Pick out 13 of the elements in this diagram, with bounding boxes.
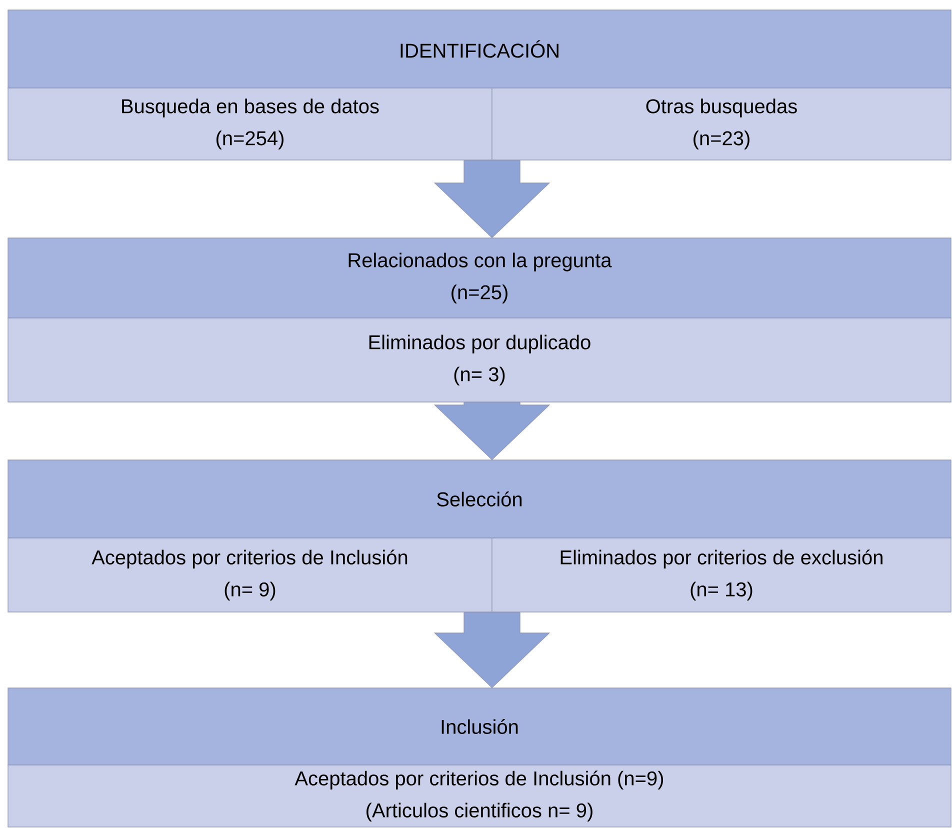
stage-header: Relacionados con la pregunta (n=25) (8, 238, 952, 318)
result-cell: Aceptados por criterios de Inclusión (n= 9) (8, 538, 492, 612)
stage-header: Inclusión (8, 688, 952, 766)
result-cell: Otras busquedas (n=23) (492, 88, 952, 160)
result-cell: Eliminados por duplicado (n= 3) (8, 318, 952, 402)
block-arrow (434, 402, 550, 460)
result-cell: Busqueda en bases de datos (n=254) (8, 88, 492, 160)
result-cell: Aceptados por criterios de Inclusión (n=9) (Articulos cientificos n= 9) (8, 764, 952, 828)
result-cell: Eliminados por criterios de exclusión (n= 13) (492, 538, 952, 612)
stage-header: Selección (8, 460, 952, 538)
stage-header: IDENTIFICACIÓN (8, 10, 952, 88)
block-arrow (434, 160, 550, 238)
block-arrow (434, 612, 550, 688)
